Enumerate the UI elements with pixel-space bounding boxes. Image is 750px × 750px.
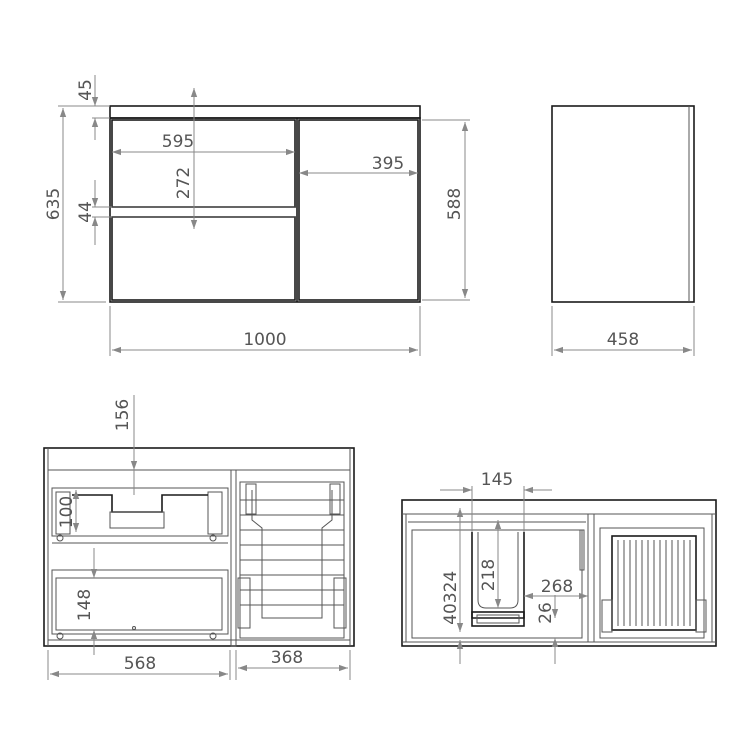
dim-clearance-top: 156 <box>113 399 133 431</box>
dim-drawer-height: 272 <box>174 167 194 199</box>
drawer-runner <box>579 529 585 571</box>
upper-drawer-front <box>111 119 296 208</box>
dim-top-thickness: 45 <box>76 79 96 101</box>
interior-side-section: 145 218 324 40 268 26 <box>401 470 717 664</box>
wire-basket-body <box>611 535 697 631</box>
section-outline <box>401 499 717 647</box>
siphon-cutout-outline <box>471 532 525 619</box>
basket-bracket-bottom <box>237 577 251 629</box>
divider-panel <box>230 469 237 647</box>
dim-base-height: 40 <box>441 603 461 625</box>
door-front <box>298 119 419 301</box>
basket-bracket-top <box>329 483 341 515</box>
dim-upper-drawer-inner: 100 <box>57 496 77 528</box>
basket-bracket-bottom <box>333 577 347 629</box>
runner-wheel <box>56 632 64 640</box>
runner-wheel <box>209 534 217 542</box>
lower-drawer-front <box>111 216 296 301</box>
dim-siphon-cutout-height: 218 <box>479 559 499 591</box>
drawer-runner-left <box>55 491 71 535</box>
wire-basket-frame <box>599 527 705 639</box>
lower-drawer-box <box>51 569 229 635</box>
dim-siphon-cutout-width: 145 <box>481 470 513 490</box>
lower-drawer-inner <box>55 577 223 631</box>
basket-bracket-top <box>245 483 257 515</box>
runner-wheel <box>209 632 217 640</box>
drawer-hole <box>132 626 136 630</box>
side-panel-outline <box>551 105 695 303</box>
dim-total-height: 635 <box>44 188 64 220</box>
drawer-runner-right <box>207 491 223 535</box>
dim-door-width: 395 <box>372 154 404 174</box>
dim-depth: 458 <box>607 330 639 350</box>
siphon-block <box>109 511 165 529</box>
drawer-handle-block <box>471 611 525 627</box>
dim-drawer-compartment-width: 568 <box>124 654 156 674</box>
basket-bracket <box>695 599 707 633</box>
dim-drawer-depth: 324 <box>441 571 461 603</box>
interior-front-section: 156 100 148 568 368 <box>43 395 355 680</box>
basket-bracket <box>601 599 613 633</box>
dim-foot-height: 26 <box>536 602 556 624</box>
dim-door-compartment-width: 368 <box>271 648 303 668</box>
dim-total-width: 1000 <box>243 330 286 350</box>
side-view: 458 <box>551 105 695 356</box>
basket-wire-outline <box>251 490 333 619</box>
dim-lower-drawer-inner: 148 <box>75 589 95 621</box>
dim-gap: 44 <box>76 201 96 223</box>
drawer-handle-inner <box>476 614 520 624</box>
section-outline <box>43 447 355 647</box>
dim-door-height: 588 <box>445 188 465 220</box>
upper-drawer-box <box>51 487 229 537</box>
siphon-cutout-profile <box>72 494 208 513</box>
divider-panel <box>587 513 595 643</box>
dim-basket-depth: 268 <box>541 577 573 597</box>
countertop-outline <box>109 105 421 119</box>
front-view: 45 635 595 272 44 395 588 1000 <box>44 75 470 356</box>
runner-wheel <box>56 534 64 542</box>
dim-drawer-width: 595 <box>162 132 194 152</box>
cabinet-body-outline <box>109 117 421 303</box>
